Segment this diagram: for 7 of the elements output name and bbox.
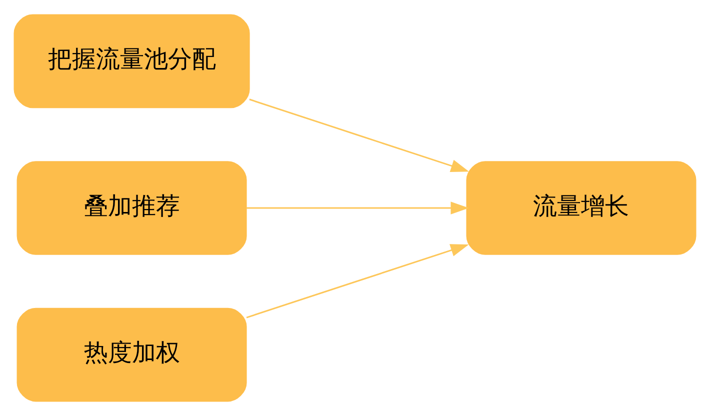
node-box: 把握流量池分配 — [14, 14, 250, 108]
node-box: 热度加权 — [16, 307, 247, 402]
arrow — [246, 244, 469, 318]
node-box: 叠加推荐 — [16, 160, 247, 254]
arrow — [249, 98, 470, 172]
node-box: 流量增长 — [466, 160, 696, 254]
arrow — [246, 201, 469, 214]
